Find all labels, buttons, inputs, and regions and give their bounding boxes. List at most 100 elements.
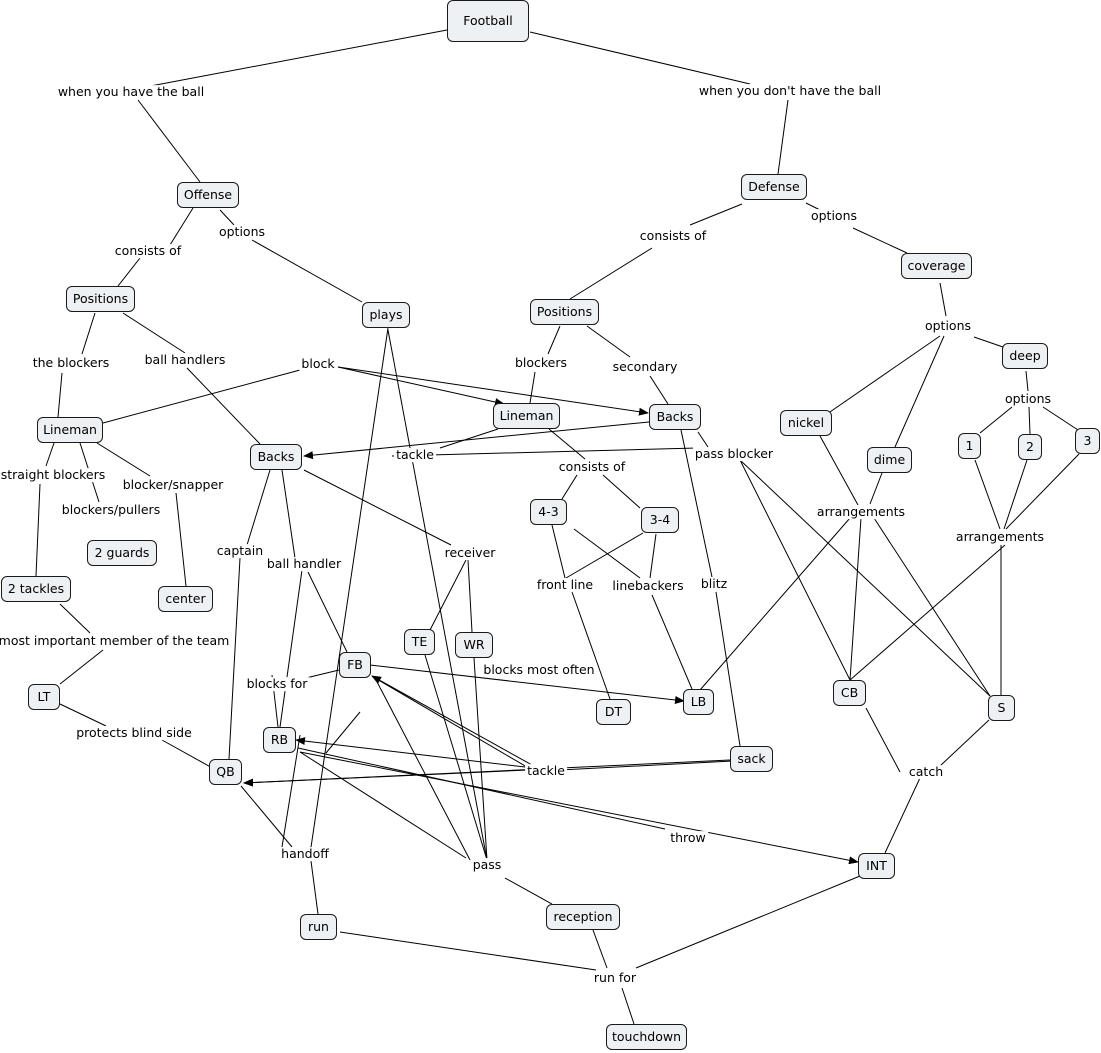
connector-line (852, 227, 908, 254)
node-positions-defense[interactable]: Positions (530, 299, 599, 325)
connector-arrow (299, 751, 859, 865)
node-option-3[interactable]: 3 (1075, 428, 1100, 454)
node-touchdown[interactable]: touchdown (606, 1024, 687, 1050)
node-lineman-defense[interactable]: Lineman (493, 403, 560, 429)
connector-line (697, 431, 709, 448)
label-throw: throw (668, 830, 708, 846)
connector-line (529, 31, 751, 85)
label-pass: pass (470, 857, 504, 873)
connector-line (894, 335, 945, 448)
connector-line (979, 406, 1013, 434)
node-fb[interactable]: FB (339, 652, 371, 678)
node-offense[interactable]: Offense (177, 182, 239, 208)
connector-line (1025, 370, 1029, 392)
label-the-blockers: the blockers (30, 355, 112, 371)
label-tackle-middle: tackle (394, 447, 436, 463)
node-center[interactable]: center (158, 586, 213, 612)
node-nickel[interactable]: nickel (780, 410, 832, 436)
node-plays[interactable]: plays (362, 302, 410, 328)
connector-line (739, 459, 851, 681)
node-lt[interactable]: LT (28, 684, 60, 710)
connector-line (939, 719, 990, 767)
node-rb[interactable]: RB (263, 727, 296, 753)
connector-line (281, 469, 296, 559)
connector-line (869, 472, 883, 505)
label-front-line: front line (534, 577, 596, 593)
node-qb[interactable]: QB (209, 759, 242, 785)
connector-line (59, 603, 91, 634)
connector-line (325, 711, 361, 754)
node-football[interactable]: Football (447, 0, 529, 42)
connector-arrow (371, 675, 533, 766)
connector-line (374, 677, 533, 771)
node-deep[interactable]: deep (1002, 343, 1048, 369)
connector-line (939, 282, 947, 317)
connector-line (429, 559, 467, 631)
node-2-guards[interactable]: 2 guards (87, 540, 157, 566)
label-pass-blocker: pass blocker (692, 446, 776, 462)
connector-line (424, 654, 488, 861)
node-3-4[interactable]: 3-4 (641, 507, 679, 533)
connector-line (573, 528, 641, 579)
node-positions-offense[interactable]: Positions (66, 286, 135, 312)
node-run[interactable]: run (300, 914, 337, 940)
connector-line (565, 532, 644, 579)
node-defense[interactable]: Defense (741, 174, 807, 200)
connector-line (635, 875, 861, 969)
label-arrangements-b: arrangements (953, 529, 1047, 545)
node-lb[interactable]: LB (683, 689, 714, 715)
connector-line (680, 429, 713, 578)
label-run-for: run for (591, 970, 639, 986)
connector-line (303, 469, 452, 546)
label-options-offense: options (216, 224, 268, 240)
connector-line (251, 239, 363, 303)
label-ball-handler: ball handler (264, 556, 344, 572)
connector-line (1028, 406, 1031, 435)
connector-arrow (295, 737, 534, 769)
node-option-2[interactable]: 2 (1018, 434, 1042, 460)
connector-line (1042, 406, 1079, 431)
connector-line (826, 335, 941, 415)
connector-line (339, 931, 597, 971)
connector-line (551, 524, 566, 579)
connector-line (548, 428, 586, 460)
node-2-tackles[interactable]: 2 tackles (1, 576, 71, 602)
node-coverage[interactable]: coverage (901, 253, 972, 279)
label-blitz: blitz (698, 576, 730, 592)
connector-line (439, 428, 499, 449)
label-blocks-most-often: blocks most often (481, 662, 597, 678)
connector-line (228, 557, 241, 760)
node-backs-defense[interactable]: Backs (649, 404, 701, 430)
label-consists-of-offense: consists of (112, 243, 184, 259)
node-dt[interactable]: DT (596, 699, 631, 725)
connector-line (504, 877, 553, 905)
node-option-1[interactable]: 1 (958, 433, 981, 459)
connector-line (571, 591, 611, 700)
node-s[interactable]: S (988, 695, 1015, 721)
label-catch: catch (906, 764, 946, 780)
label-consists-of-lineman: consists of (556, 459, 628, 475)
label-arrangements-a: arrangements (814, 504, 908, 520)
node-te[interactable]: TE (404, 629, 435, 655)
node-backs-offense[interactable]: Backs (250, 444, 302, 470)
connector-line (739, 459, 991, 697)
node-sack[interactable]: sack (730, 746, 773, 772)
connector-line (602, 474, 641, 509)
node-cb[interactable]: CB (833, 680, 866, 706)
label-handoff: handoff (279, 846, 331, 862)
connector-arrow (337, 366, 505, 406)
node-int[interactable]: INT (858, 853, 895, 879)
node-4-3[interactable]: 4-3 (530, 499, 567, 525)
label-linebackers: linebackers (610, 578, 686, 594)
node-lineman-offense[interactable]: Lineman (37, 417, 103, 443)
connector-line (849, 517, 862, 681)
connector-line (310, 860, 319, 915)
node-wr[interactable]: WR (455, 632, 493, 658)
node-reception[interactable]: reception (546, 904, 620, 930)
connector-arrow (303, 421, 650, 460)
connector-line (59, 649, 104, 685)
connector-line (649, 533, 657, 579)
connector-line (57, 372, 63, 418)
node-dime[interactable]: dime (867, 447, 912, 473)
